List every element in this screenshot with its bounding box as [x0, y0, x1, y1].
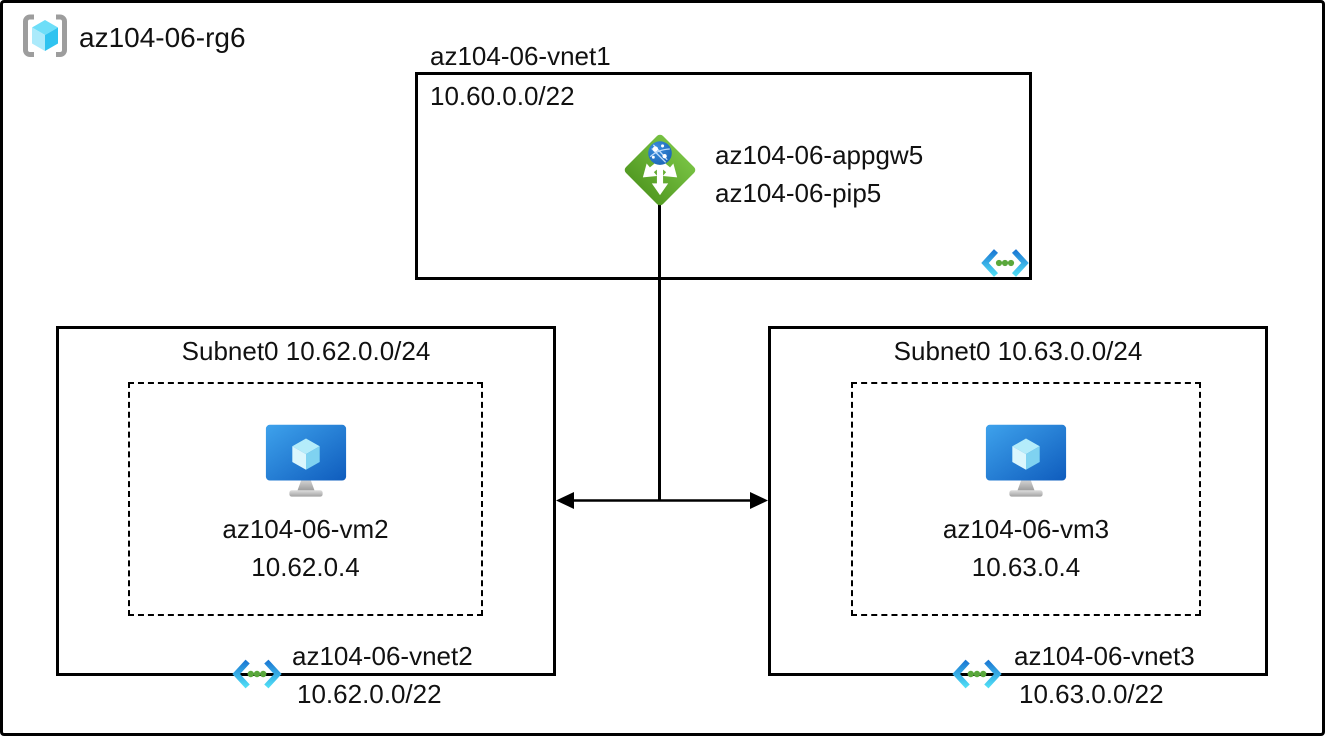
application-gateway-icon [619, 129, 701, 211]
vnet1-box [415, 72, 1032, 280]
subnet-left-box: Subnet0 10.62.0.0/24 az104-06-vm2 10.62.… [56, 326, 556, 676]
vm-left-ip: 10.62.0.4 [251, 552, 360, 582]
vm-right-name: az104-06-vm3 [942, 514, 1110, 544]
subnet-left-title: Subnet0 10.62.0.0/24 [181, 336, 431, 366]
vnet2-cidr-label: 10.62.0.0/22 [297, 679, 442, 709]
vm-left-name: az104-06-vm2 [222, 514, 389, 544]
subnet-right-box: Subnet0 10.63.0.0/24 az104-06-vm3 10.63.… [768, 326, 1268, 676]
vnet1-cidr: 10.60.0.0/22 [430, 81, 575, 111]
virtual-machine-icon [982, 422, 1070, 498]
vnet3-name-label: az104-06-vnet3 [1014, 641, 1195, 671]
vnet3-cidr-label: 10.63.0.0/22 [1019, 679, 1164, 709]
subnet-left-dashed-box: az104-06-vm2 10.62.0.4 [128, 382, 483, 616]
appgw-pip-label: az104-06-pip5 [715, 178, 882, 208]
resource-group-icon [21, 13, 69, 59]
vnet2-name-label: az104-06-vnet2 [292, 641, 473, 671]
appgw-name-label: az104-06-appgw5 [715, 140, 924, 170]
vm-right-ip: 10.63.0.4 [971, 552, 1081, 582]
virtual-network-icon [950, 658, 1004, 690]
virtual-machine-icon [262, 422, 350, 498]
subnet-right-title: Subnet0 10.63.0.0/24 [893, 336, 1143, 366]
resource-group-label: az104-06-rg6 [79, 22, 246, 53]
subnet-right-dashed-box: az104-06-vm3 10.63.0.4 [851, 382, 1201, 616]
virtual-network-icon [230, 658, 284, 690]
vnet1-title: az104-06-vnet1 [430, 41, 611, 71]
virtual-network-icon [979, 248, 1031, 278]
